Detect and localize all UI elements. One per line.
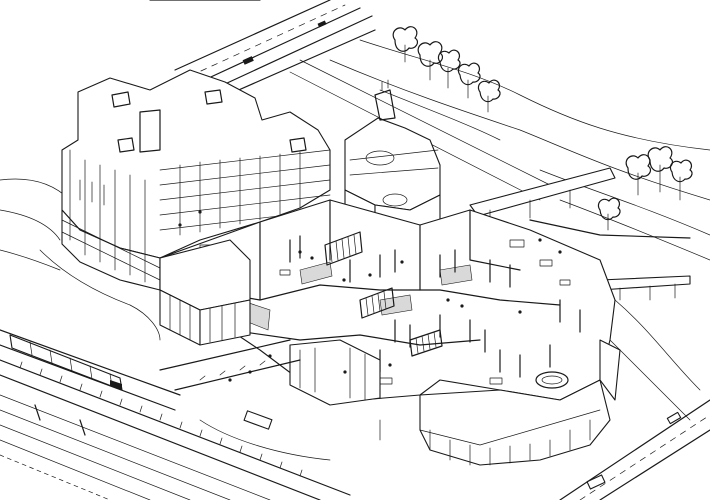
highway-bottom	[559, 299, 710, 500]
site-boundary	[39, 249, 381, 461]
tree-icon	[647, 146, 674, 193]
slab-building	[61, 69, 331, 291]
tree-cluster-top	[392, 26, 501, 113]
railway	[0, 329, 351, 500]
train	[9, 334, 123, 391]
car-icon	[317, 20, 327, 28]
tree-icon	[457, 62, 481, 99]
podium-front	[289, 339, 621, 466]
tree-icon	[437, 49, 461, 89]
tree-icon	[392, 26, 419, 63]
walkway	[159, 339, 301, 391]
oval-table	[535, 371, 569, 389]
tree-cluster-right	[597, 146, 693, 231]
stair-icon	[359, 287, 395, 319]
people	[178, 210, 562, 382]
tree-icon	[597, 197, 621, 231]
tree-icon	[625, 154, 652, 196]
vehicles-bottom	[243, 410, 682, 490]
stair-icon	[409, 329, 443, 357]
landscape-contours	[0, 39, 710, 271]
car-icon	[242, 56, 254, 65]
truck-icon	[243, 410, 273, 430]
car-icon	[666, 411, 682, 425]
tree-icon	[477, 79, 501, 113]
stair-icon	[324, 231, 363, 266]
car-icon	[586, 474, 606, 490]
podium-left	[159, 239, 251, 346]
interior-complex	[159, 199, 616, 429]
tree-icon	[669, 159, 693, 201]
